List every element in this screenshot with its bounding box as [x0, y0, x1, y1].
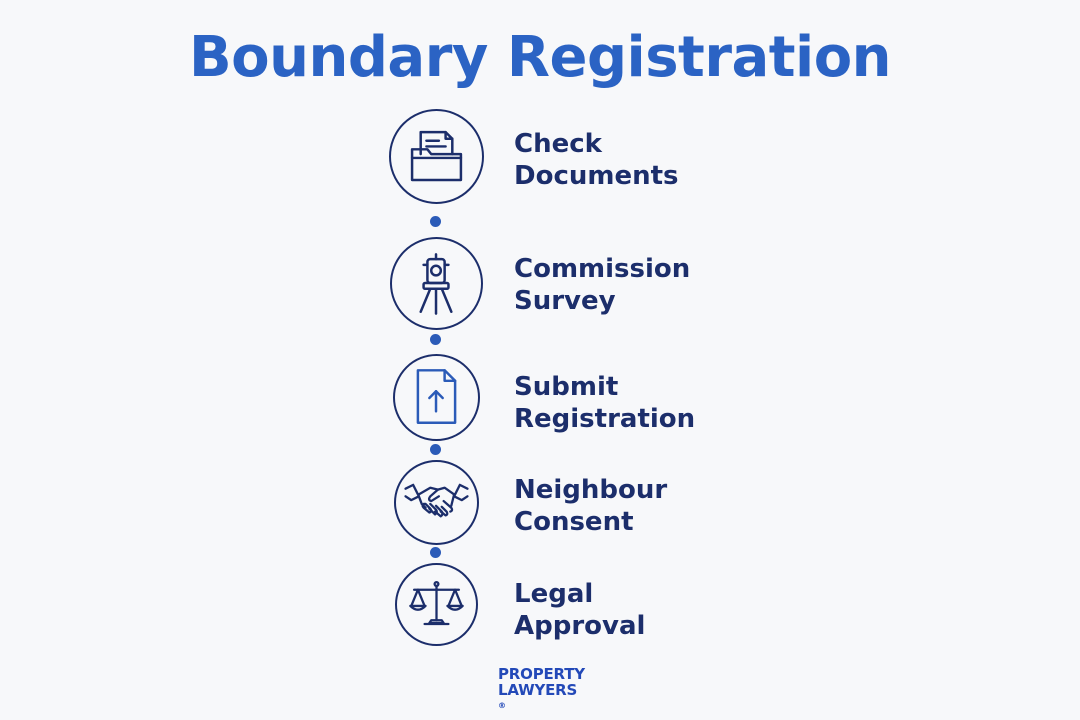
connector-dot	[430, 216, 441, 227]
scales-of-justice-icon	[395, 563, 478, 646]
step-label-submit-registration: Submit Registration	[514, 372, 696, 434]
file-upload-icon	[393, 354, 480, 441]
connector-dot	[430, 547, 441, 558]
connector-dot	[430, 444, 441, 455]
surveyor-theodolite-icon	[390, 237, 483, 330]
step-label-commission-survey: Commission Survey	[514, 254, 691, 316]
connector-dot	[430, 334, 441, 345]
page-title: Boundary Registration	[188, 25, 892, 90]
step-label-check-documents: Check Documents	[514, 129, 679, 191]
step-label-legal-approval: Legal Approval	[514, 579, 646, 641]
handshake-icon	[394, 460, 479, 545]
step-label-neighbour-consent: Neighbour Consent	[514, 475, 668, 537]
property-lawyers-logo: PROPERTY LAWYERS®	[498, 665, 585, 710]
folder-document-icon	[389, 109, 484, 204]
